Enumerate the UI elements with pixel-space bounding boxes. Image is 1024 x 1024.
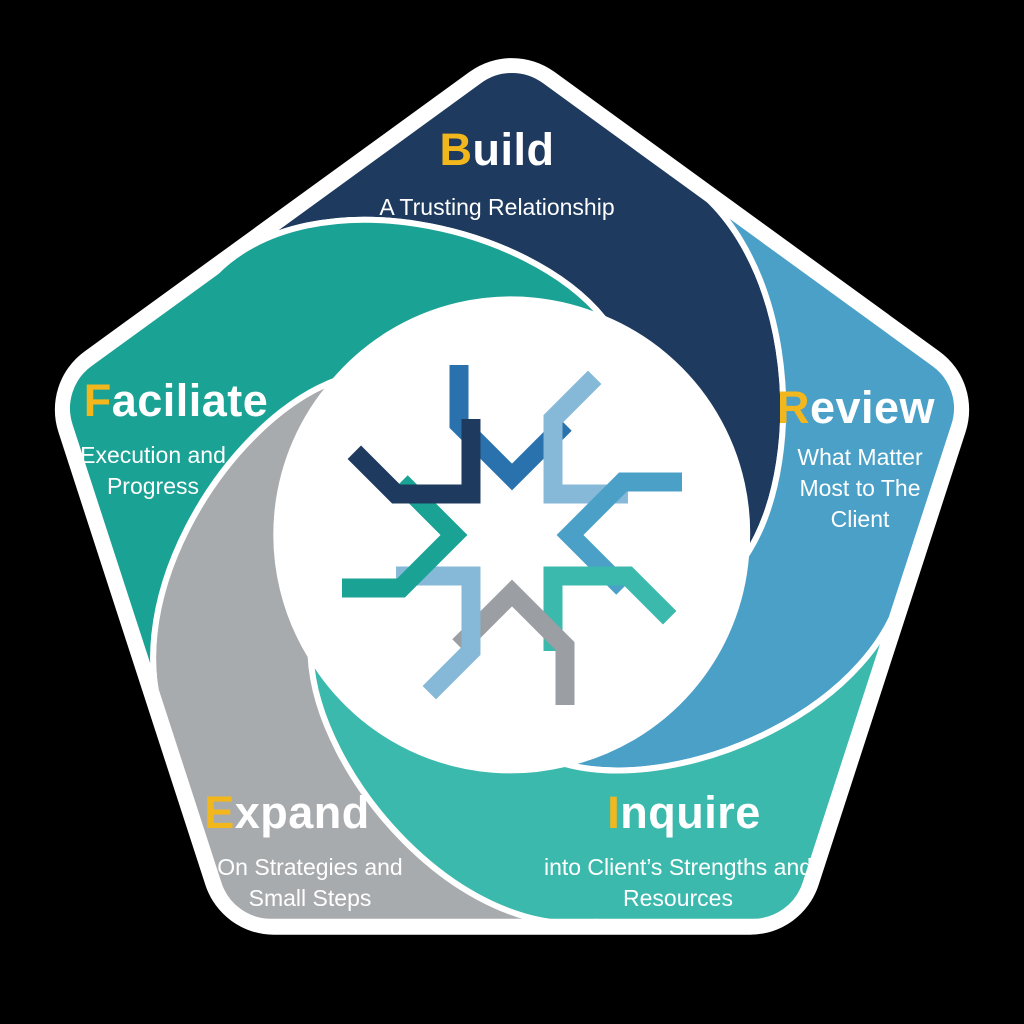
segment-title-expand: Expand [204, 790, 370, 835]
title-initial: F [83, 375, 112, 426]
title-rest: uild [472, 124, 555, 175]
segment-title-faciliate: Faciliate [84, 378, 269, 423]
segment-subtitle-build: A Trusting Relationship [379, 194, 615, 220]
title-rest: eview [809, 382, 936, 433]
segment-subtitle-inquire: into Client’s Strengths and Resources [543, 854, 813, 912]
title-initial: B [439, 124, 473, 175]
title-rest: aciliate [111, 375, 269, 426]
segment-title-review: Review [777, 385, 935, 430]
segment-title-inquire: Inquire [607, 790, 761, 835]
segment-title-build: Build [440, 127, 555, 172]
center-circle [282, 305, 742, 765]
segment-subtitle-expand: On Strategies and Small Steps [217, 854, 403, 912]
title-rest: xpand [234, 787, 370, 838]
title-initial: E [204, 787, 235, 838]
segment-subtitle-faciliate: Execution and Progress [80, 442, 226, 500]
title-rest: nquire [620, 787, 761, 838]
segment-subtitle-review: What Matter Most to The Client [797, 444, 923, 533]
title-initial: R [776, 382, 810, 433]
title-initial: I [607, 787, 621, 838]
